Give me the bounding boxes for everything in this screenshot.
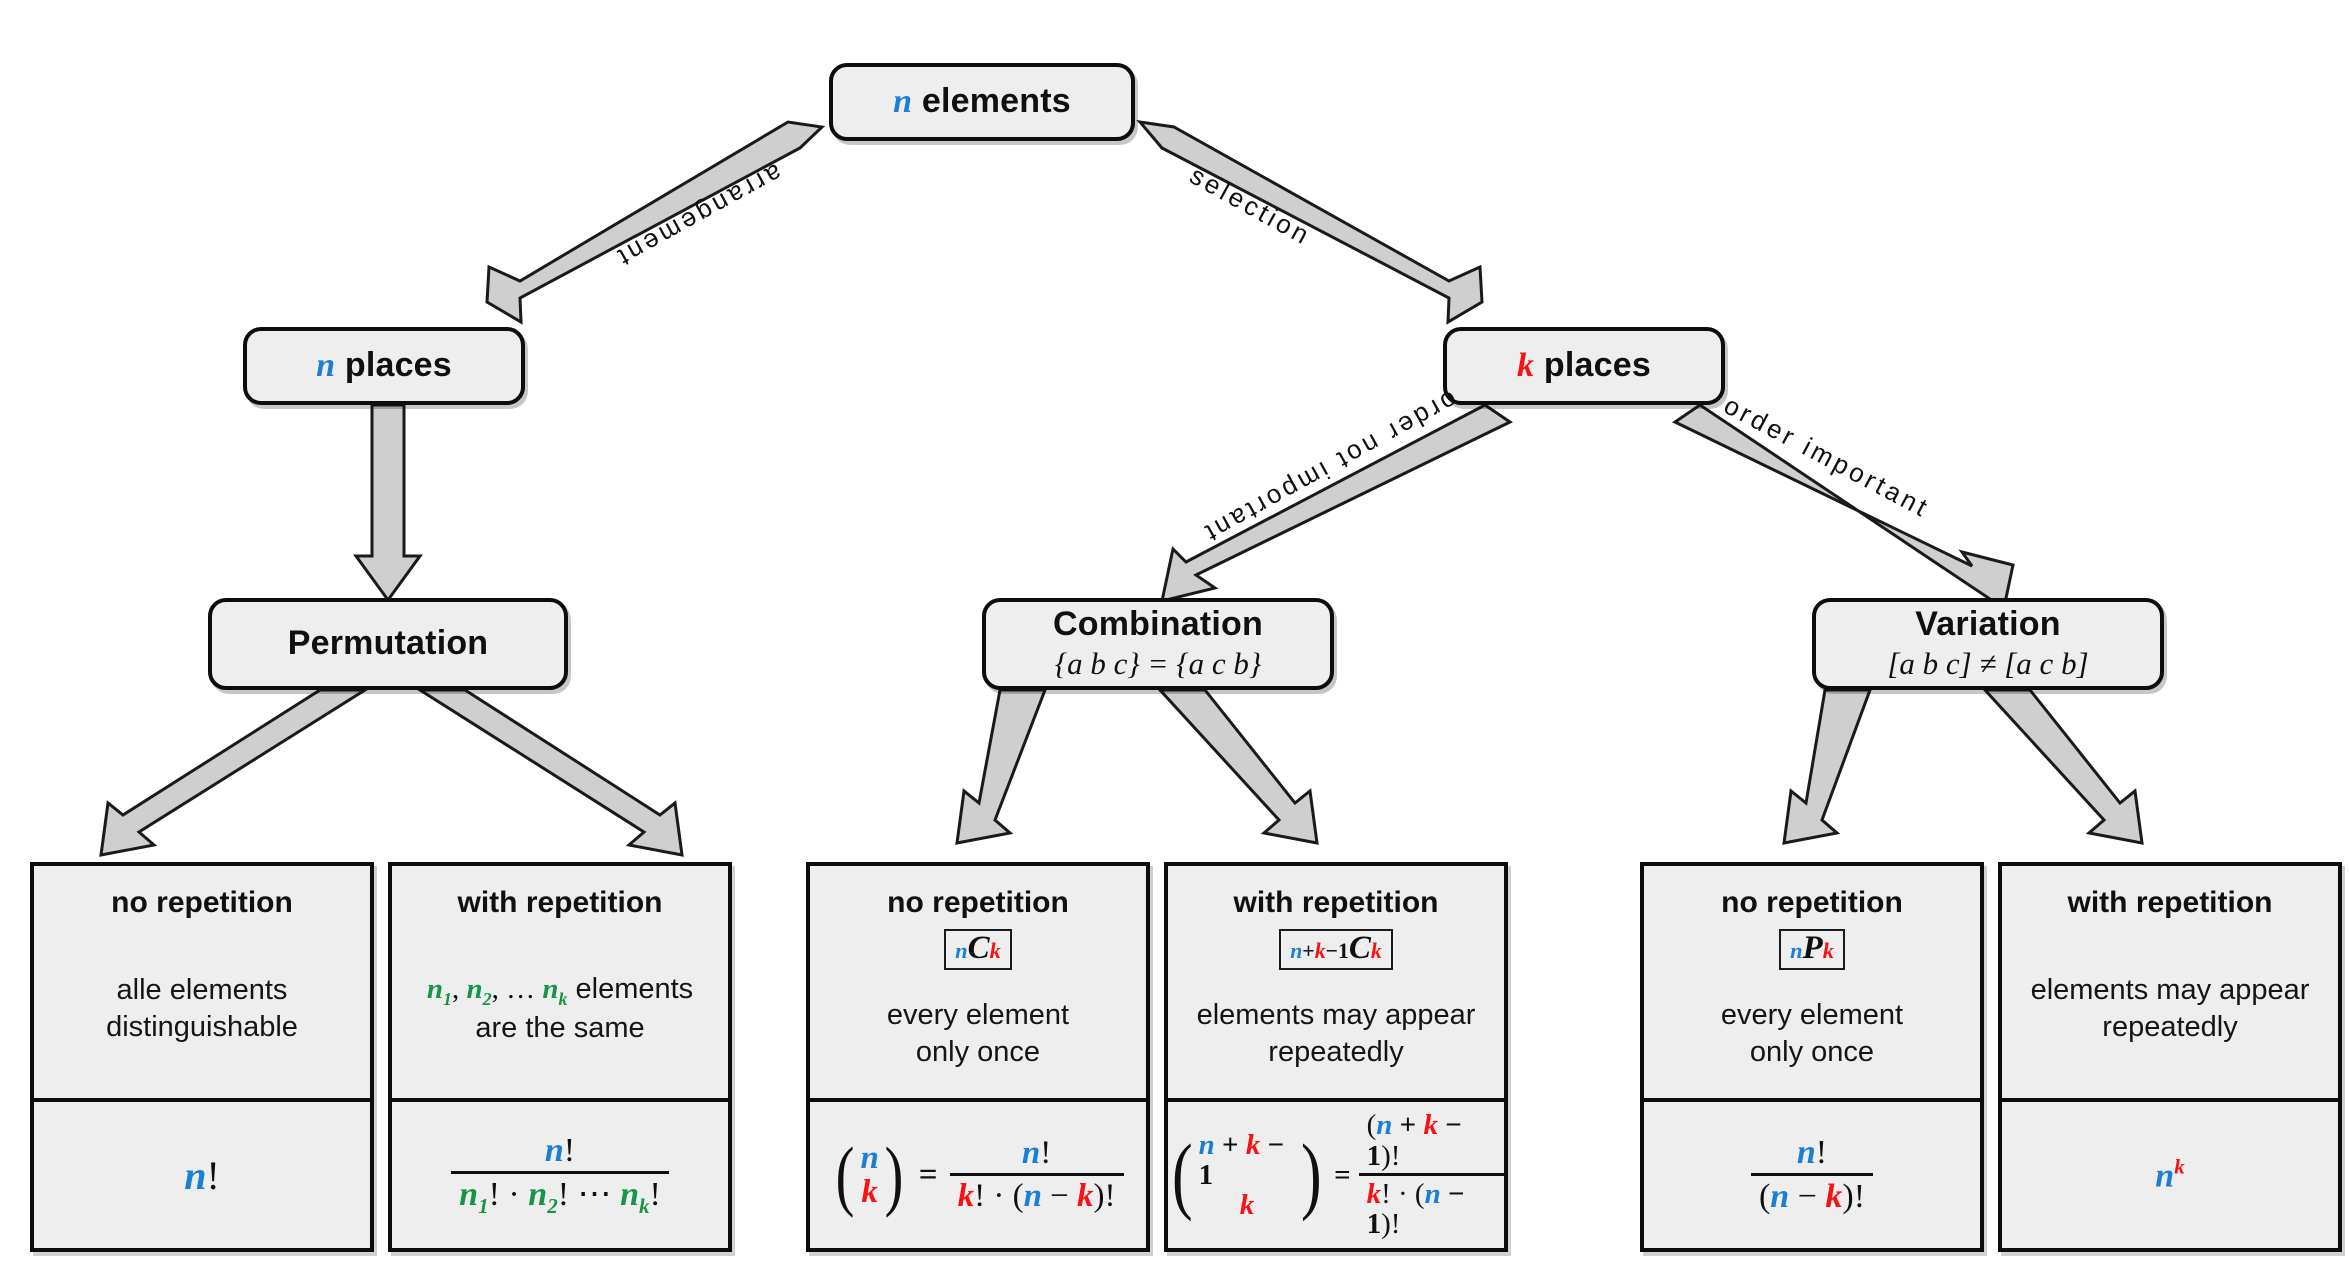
variable-n: n bbox=[316, 347, 336, 385]
desc-line-1: elements may appear bbox=[2030, 973, 2310, 1006]
arrow-permutation-to-leaf1 bbox=[99, 688, 371, 857]
arrow-k-places-to-combination bbox=[1160, 403, 1513, 604]
variable-k: k bbox=[1517, 347, 1535, 385]
node-k-places-label: k places bbox=[1517, 346, 1651, 385]
desc-line-1: elements may appear bbox=[1196, 998, 1476, 1031]
node-n-elements-text: elements bbox=[912, 82, 1071, 121]
leaf-description: elements may appear repeatedly bbox=[1189, 997, 1484, 1071]
leaf-upper: no repetition nPk every element only onc… bbox=[1644, 866, 1980, 1098]
arrow-variation-to-leaf6 bbox=[1981, 688, 2144, 845]
arrow-root-to-k-places bbox=[1136, 119, 1484, 325]
node-n-places-text: places bbox=[335, 346, 452, 385]
leaf-formula: ( n + k − 1 k ) = (n + k − 1)! k! · (n −… bbox=[1168, 1102, 1504, 1248]
notation-nplusk-minus1-C-k: n+k−1Ck bbox=[1279, 929, 1393, 970]
desc-line-2: repeatedly bbox=[2102, 1011, 2238, 1043]
desc-line-2: only once bbox=[1749, 1036, 1875, 1068]
node-variation-subtitle: [a b c] ≠ [a c b] bbox=[1887, 645, 2089, 681]
leaf-upper: no repetition alle elements distinguisha… bbox=[34, 866, 370, 1098]
leaf-description: alle elements distinguishable bbox=[98, 972, 306, 1046]
leaf-variation-with-repetition[interactable]: with repetition elements may appear repe… bbox=[1998, 862, 2342, 1252]
formula-n-to-the-k: nk bbox=[2155, 1154, 2185, 1195]
formula-partial-permutation: n! (n − k)! bbox=[1750, 1135, 1874, 1214]
leaf-head: with repetition bbox=[2067, 886, 2273, 919]
node-n-places[interactable]: n places bbox=[243, 327, 525, 405]
node-variation-title: Variation bbox=[1915, 605, 2061, 644]
arrow-root-to-n-places bbox=[485, 120, 826, 325]
arrow-combination-to-leaf4 bbox=[1156, 688, 1319, 845]
leaf-head: with repetition bbox=[1233, 886, 1439, 919]
formula-multiset-combination: ( n + k − 1 k ) = (n + k − 1)! k! · (n −… bbox=[1168, 1110, 1504, 1240]
leaf-combination-with-repetition[interactable]: with repetition n+k−1Ck elements may app… bbox=[1164, 862, 1508, 1252]
leaf-divider bbox=[810, 1098, 1146, 1102]
arrow-n-places-to-permutation bbox=[353, 403, 423, 603]
arrow-variation-to-leaf5 bbox=[1782, 688, 1873, 845]
node-n-elements[interactable]: n elements bbox=[829, 63, 1135, 141]
node-n-elements-label: n elements bbox=[893, 82, 1071, 121]
leaf-formula: nk bbox=[2002, 1102, 2338, 1248]
leaf-divider bbox=[1168, 1098, 1504, 1102]
node-n-places-label: n places bbox=[316, 346, 452, 385]
desc-line-2: only once bbox=[915, 1036, 1041, 1068]
node-combination-subtitle: {a b c} = {a c b} bbox=[1054, 645, 1262, 681]
node-permutation[interactable]: Permutation bbox=[208, 598, 568, 690]
leaf-head: no repetition bbox=[1721, 886, 1903, 919]
arrow-combination-to-leaf3 bbox=[955, 688, 1048, 845]
leaf-upper: with repetition n1, n2, … nk elements ar… bbox=[392, 866, 728, 1098]
leaf-variation-no-repetition[interactable]: no repetition nPk every element only onc… bbox=[1640, 862, 1984, 1252]
node-combination[interactable]: Combination {a b c} = {a c b} bbox=[982, 598, 1334, 690]
leaf-description: elements may appear repeatedly bbox=[2023, 972, 2318, 1046]
arrow-permutation-to-leaf2 bbox=[414, 688, 684, 857]
leaf-formula: n! n1! · n2! ⋯ nk! bbox=[392, 1102, 728, 1248]
leaf-head: with repetition bbox=[457, 886, 663, 919]
desc-line-2: repeatedly bbox=[1268, 1036, 1404, 1068]
desc-line-2: are the same bbox=[475, 1012, 645, 1045]
leaf-description: every element only once bbox=[879, 997, 1077, 1071]
leaf-divider bbox=[392, 1098, 728, 1102]
leaf-description: every element only once bbox=[1713, 997, 1911, 1071]
formula-n-factorial: n! bbox=[184, 1152, 220, 1198]
notation-nPk: nPk bbox=[1779, 929, 1845, 970]
leaf-description: n1, n2, … nk elements are the same bbox=[419, 971, 701, 1048]
desc-line-1: every element bbox=[1720, 998, 1904, 1031]
desc-line-2: distinguishable bbox=[106, 1011, 298, 1043]
node-permutation-title: Permutation bbox=[287, 624, 489, 663]
desc-elements-word: elements bbox=[567, 972, 694, 1005]
leaf-upper: with repetition elements may appear repe… bbox=[2002, 866, 2338, 1098]
arrow-k-places-to-variation bbox=[1672, 403, 2015, 622]
node-k-places[interactable]: k places bbox=[1443, 327, 1725, 405]
variable-n: n bbox=[893, 83, 913, 121]
leaf-formula: n! (n − k)! bbox=[1644, 1102, 1980, 1248]
group-sizes: n1, n2, … nk bbox=[426, 972, 568, 1009]
node-combination-title: Combination bbox=[1053, 605, 1263, 644]
notation-nCk: nCk bbox=[944, 929, 1012, 970]
leaf-head: no repetition bbox=[111, 886, 293, 919]
leaf-permutation-with-repetition[interactable]: with repetition n1, n2, … nk elements ar… bbox=[388, 862, 732, 1252]
leaf-combination-no-repetition[interactable]: no repetition nCk every element only onc… bbox=[806, 862, 1150, 1252]
leaf-head: no repetition bbox=[887, 886, 1069, 919]
formula-multiset-permutation: n! n1! · n2! ⋯ nk! bbox=[451, 1133, 669, 1217]
leaf-divider bbox=[1644, 1098, 1980, 1102]
node-k-places-text: places bbox=[1534, 346, 1651, 385]
leaf-permutation-no-repetition[interactable]: no repetition alle elements distinguisha… bbox=[30, 862, 374, 1252]
leaf-upper: no repetition nCk every element only onc… bbox=[810, 866, 1146, 1098]
desc-line-1: alle elements bbox=[116, 973, 288, 1006]
leaf-divider bbox=[2002, 1098, 2338, 1102]
leaf-formula: n! bbox=[34, 1102, 370, 1248]
leaf-upper: with repetition n+k−1Ck elements may app… bbox=[1168, 866, 1504, 1098]
leaf-divider bbox=[34, 1098, 370, 1102]
node-variation[interactable]: Variation [a b c] ≠ [a c b] bbox=[1812, 598, 2164, 690]
desc-line-1: every element bbox=[886, 998, 1070, 1031]
